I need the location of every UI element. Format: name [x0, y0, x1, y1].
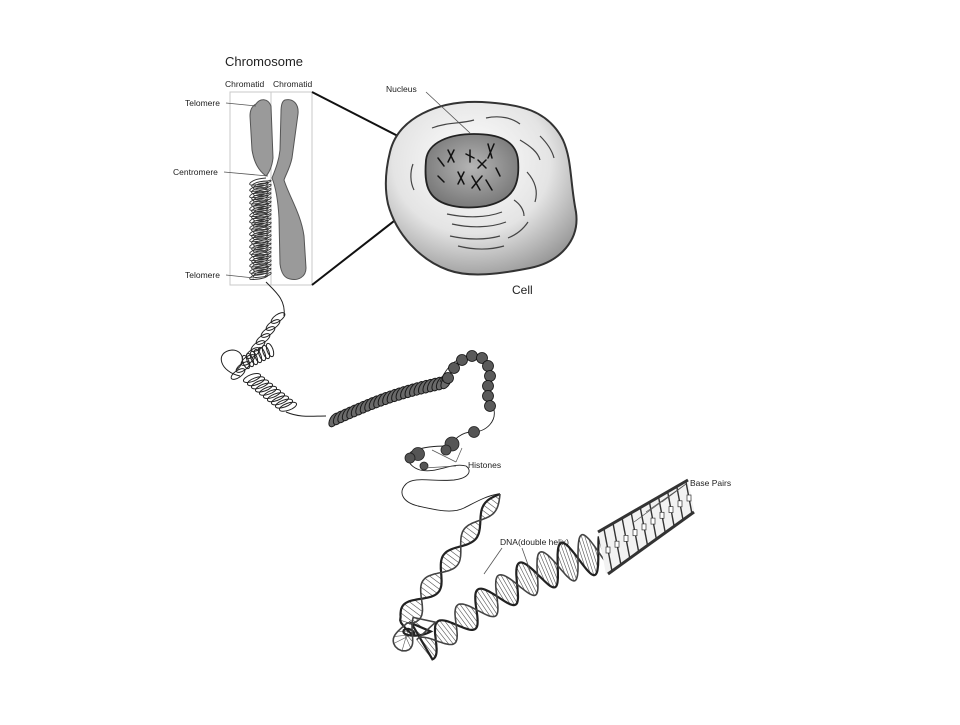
base-pair-block — [615, 541, 619, 547]
coil-loop — [246, 375, 265, 388]
base-pair-rung — [490, 499, 498, 505]
nucleosome-bead — [483, 391, 494, 402]
supercoil-upper — [221, 311, 286, 382]
nucleus-label: Nucleus — [386, 84, 417, 94]
nucleosome-bead — [467, 351, 478, 362]
coil-loop — [254, 381, 273, 394]
dna-double-helix — [393, 494, 607, 659]
base-pair-block — [678, 501, 682, 507]
base-pair-rung — [437, 623, 454, 645]
helix-backbone-2 — [393, 494, 607, 651]
cell-figure — [386, 92, 577, 274]
coil-loop — [258, 384, 277, 397]
base-pair-rung — [480, 589, 497, 615]
base-pair-rung — [409, 601, 423, 611]
chromatin-loop-path — [250, 178, 272, 280]
cell-label: Cell — [512, 283, 533, 297]
solenoid-fiber — [327, 373, 453, 428]
nucleosome-bead — [485, 371, 496, 382]
nucleosome-bead — [457, 355, 468, 366]
base-pair-rung — [421, 587, 433, 596]
chromatid-right-label: Chromatid — [273, 79, 312, 89]
centromere-pointer — [224, 172, 268, 176]
nucleosome-bead — [485, 401, 496, 412]
histones-label: Histones — [468, 460, 501, 470]
chromosome-label: Chromosome — [225, 54, 303, 69]
histones-pointer-3 — [424, 466, 456, 468]
base-pair-block — [633, 530, 637, 536]
base-pair-rung — [425, 578, 440, 589]
nucleosome-bead — [483, 361, 494, 372]
base-pair-rung — [443, 556, 457, 566]
nucleosome-bead — [483, 381, 494, 392]
base-pair-block — [660, 512, 664, 518]
nucleosome-loop — [440, 351, 496, 412]
base-pairs-label: Base Pairs — [690, 478, 731, 488]
base-pair-block — [651, 518, 655, 524]
left-chromatid-upper-arm — [250, 100, 273, 176]
coil-loop — [278, 400, 297, 413]
telomere-bottom-label: Telomere — [185, 270, 220, 280]
base-pair-rung — [422, 582, 437, 593]
right-chromatid — [272, 100, 306, 280]
base-pair-rung — [461, 535, 471, 542]
base-pair-rung — [404, 604, 421, 617]
coil-loop — [259, 325, 276, 340]
dna-pointer-2 — [484, 548, 502, 574]
coil-loop — [270, 394, 289, 407]
histones-pointer-2 — [456, 448, 462, 462]
base-pair-rung — [484, 505, 494, 513]
base-pair-block — [606, 547, 610, 553]
telomere-top-label: Telomere — [185, 98, 220, 108]
base-pair-block — [642, 524, 646, 530]
base-pair-rung — [446, 553, 459, 563]
coil-loop — [264, 318, 281, 333]
uncoiled-chromatin — [250, 178, 272, 280]
coil-loop — [254, 332, 271, 347]
chromatid-left-label: Chromatid — [225, 79, 264, 89]
base-pair-block — [669, 507, 673, 513]
base-pair-rung — [470, 524, 479, 531]
chromatin-strand — [221, 282, 498, 511]
coil-loop — [262, 388, 281, 401]
base-pair-rung — [487, 502, 497, 510]
base-pair-block — [624, 535, 628, 541]
nucleosome-bead — [443, 373, 454, 384]
coil-loop — [242, 372, 261, 385]
nucleus — [425, 134, 518, 207]
base-pair-rung — [460, 604, 477, 627]
base-pair-rung — [463, 531, 475, 540]
dna-label: DNA(double helix) — [500, 537, 569, 547]
coil-loop — [269, 311, 286, 326]
dna-ladder-end — [598, 480, 694, 574]
base-pair-block — [687, 495, 691, 501]
base-pair-rung — [429, 576, 441, 585]
coil-loop — [274, 397, 293, 410]
base-pair-rung — [482, 510, 490, 516]
supercoil-lower — [242, 372, 297, 414]
centromere-label: Centromere — [173, 167, 218, 177]
chromosome-figure — [224, 92, 312, 285]
coil-loop — [250, 378, 269, 391]
coil-loop — [266, 391, 285, 404]
